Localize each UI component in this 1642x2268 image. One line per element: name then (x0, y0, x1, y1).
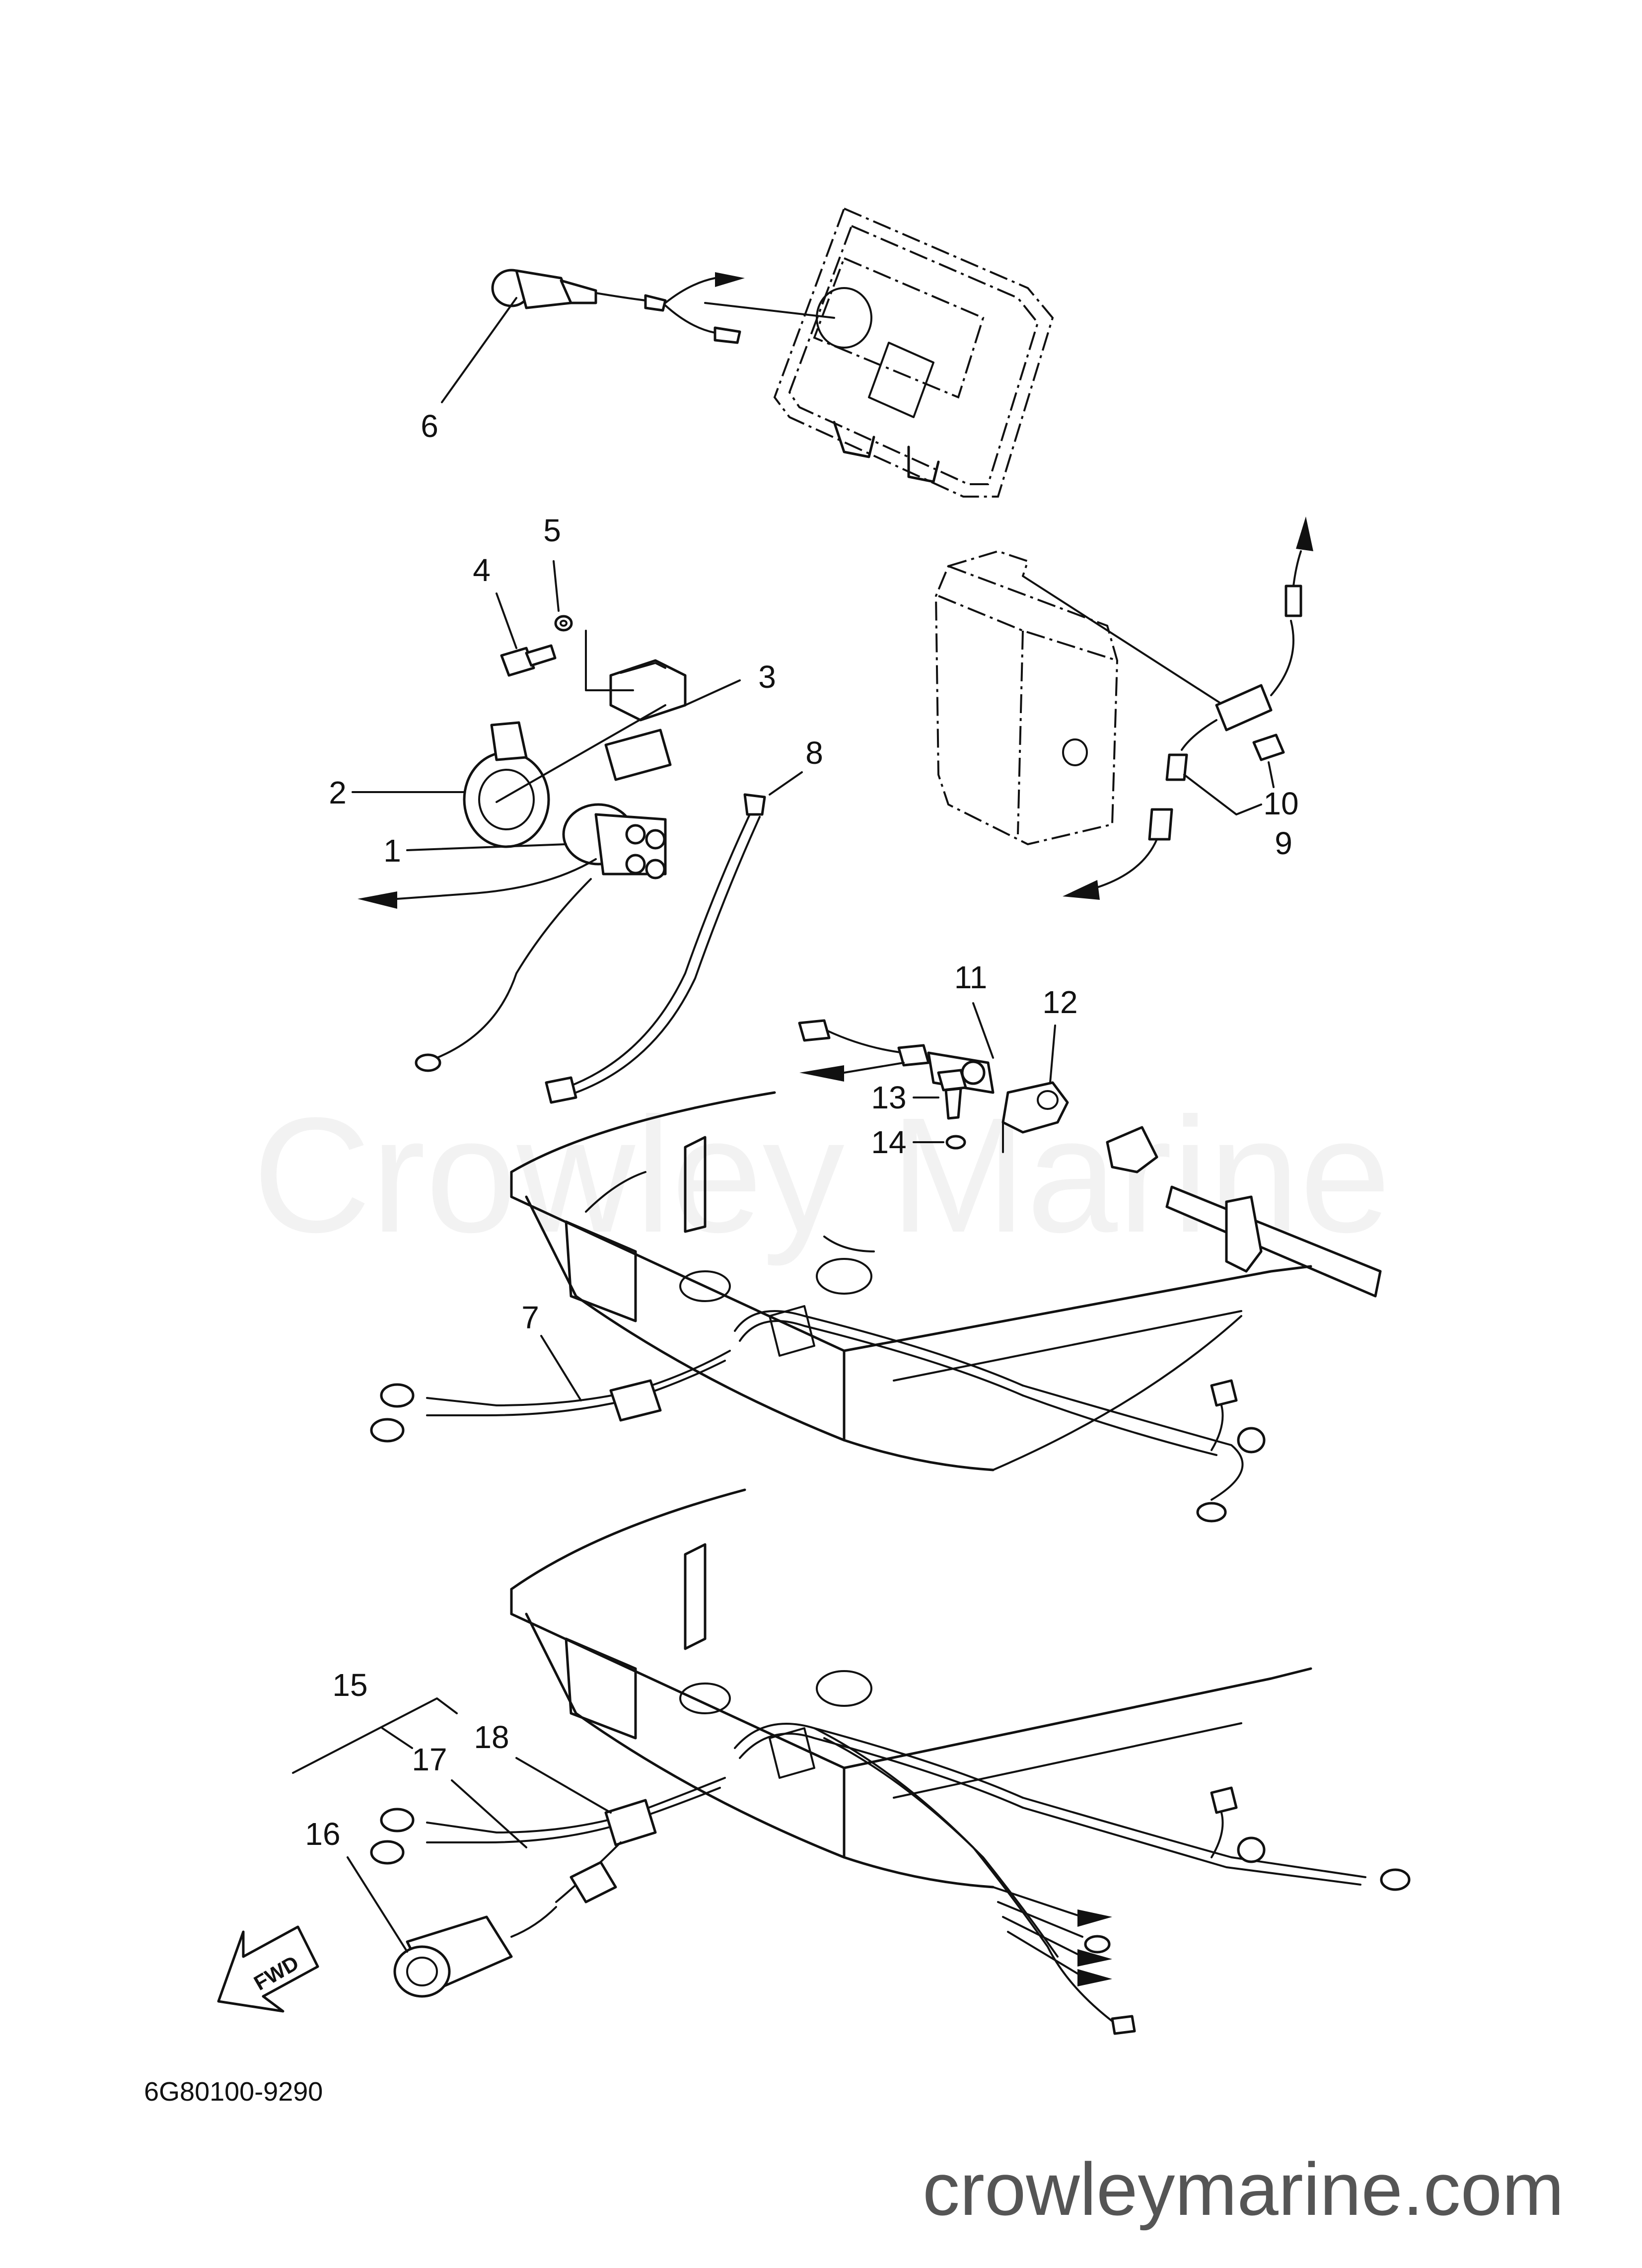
callout-4: 4 (473, 552, 491, 588)
callout-18: 18 (474, 1719, 509, 1755)
callout-12: 12 (1042, 984, 1077, 1020)
washer (554, 615, 573, 632)
callout-10: 10 (1263, 786, 1298, 821)
small-washer (945, 1135, 966, 1150)
callout-16: 16 (305, 1816, 340, 1852)
watermark-text: Crowley Marine (253, 1083, 1391, 1267)
callout-8: 8 (805, 735, 823, 771)
callout-5: 5 (543, 512, 561, 548)
callout-9: 9 (1275, 825, 1292, 861)
main-switch (393, 1906, 557, 1998)
footer-url: crowleymarine.com (923, 2147, 1564, 2231)
connector-cap (1252, 733, 1285, 761)
callout-7: 7 (521, 1300, 539, 1335)
switch-plate (1001, 1081, 1069, 1153)
battery-cable (545, 793, 766, 1104)
cdi-connector (1022, 516, 1313, 900)
callout-14: 14 (871, 1124, 906, 1160)
callout-17: 17 (412, 1742, 447, 1777)
starter-relay (357, 704, 667, 1072)
warning-switch (491, 269, 835, 344)
callout-6: 6 (421, 408, 438, 444)
callout-15: 15 (332, 1667, 367, 1703)
callout-3: 3 (758, 659, 776, 695)
meter-panel (773, 207, 1054, 498)
relay-cover (463, 721, 550, 848)
relay-bracket (604, 659, 687, 781)
screw (937, 1069, 967, 1120)
cdi-unit (934, 550, 1119, 846)
bottom-cowling-lower (510, 1488, 1312, 1889)
callout-1: 1 (383, 833, 401, 869)
callout-11: 11 (954, 959, 987, 995)
callout-13: 13 (871, 1080, 906, 1115)
fwd-arrow-icon: FWD (217, 1925, 319, 2013)
wire-harness-lower (370, 1723, 1411, 2035)
shift-lever (1106, 1126, 1382, 1298)
wire-harness (370, 1310, 1266, 1523)
callout-2: 2 (329, 775, 347, 810)
bolt (500, 644, 557, 677)
bottom-cowling-upper (510, 1091, 1312, 1471)
part-code: 6G80100-9290 (144, 2077, 323, 2107)
